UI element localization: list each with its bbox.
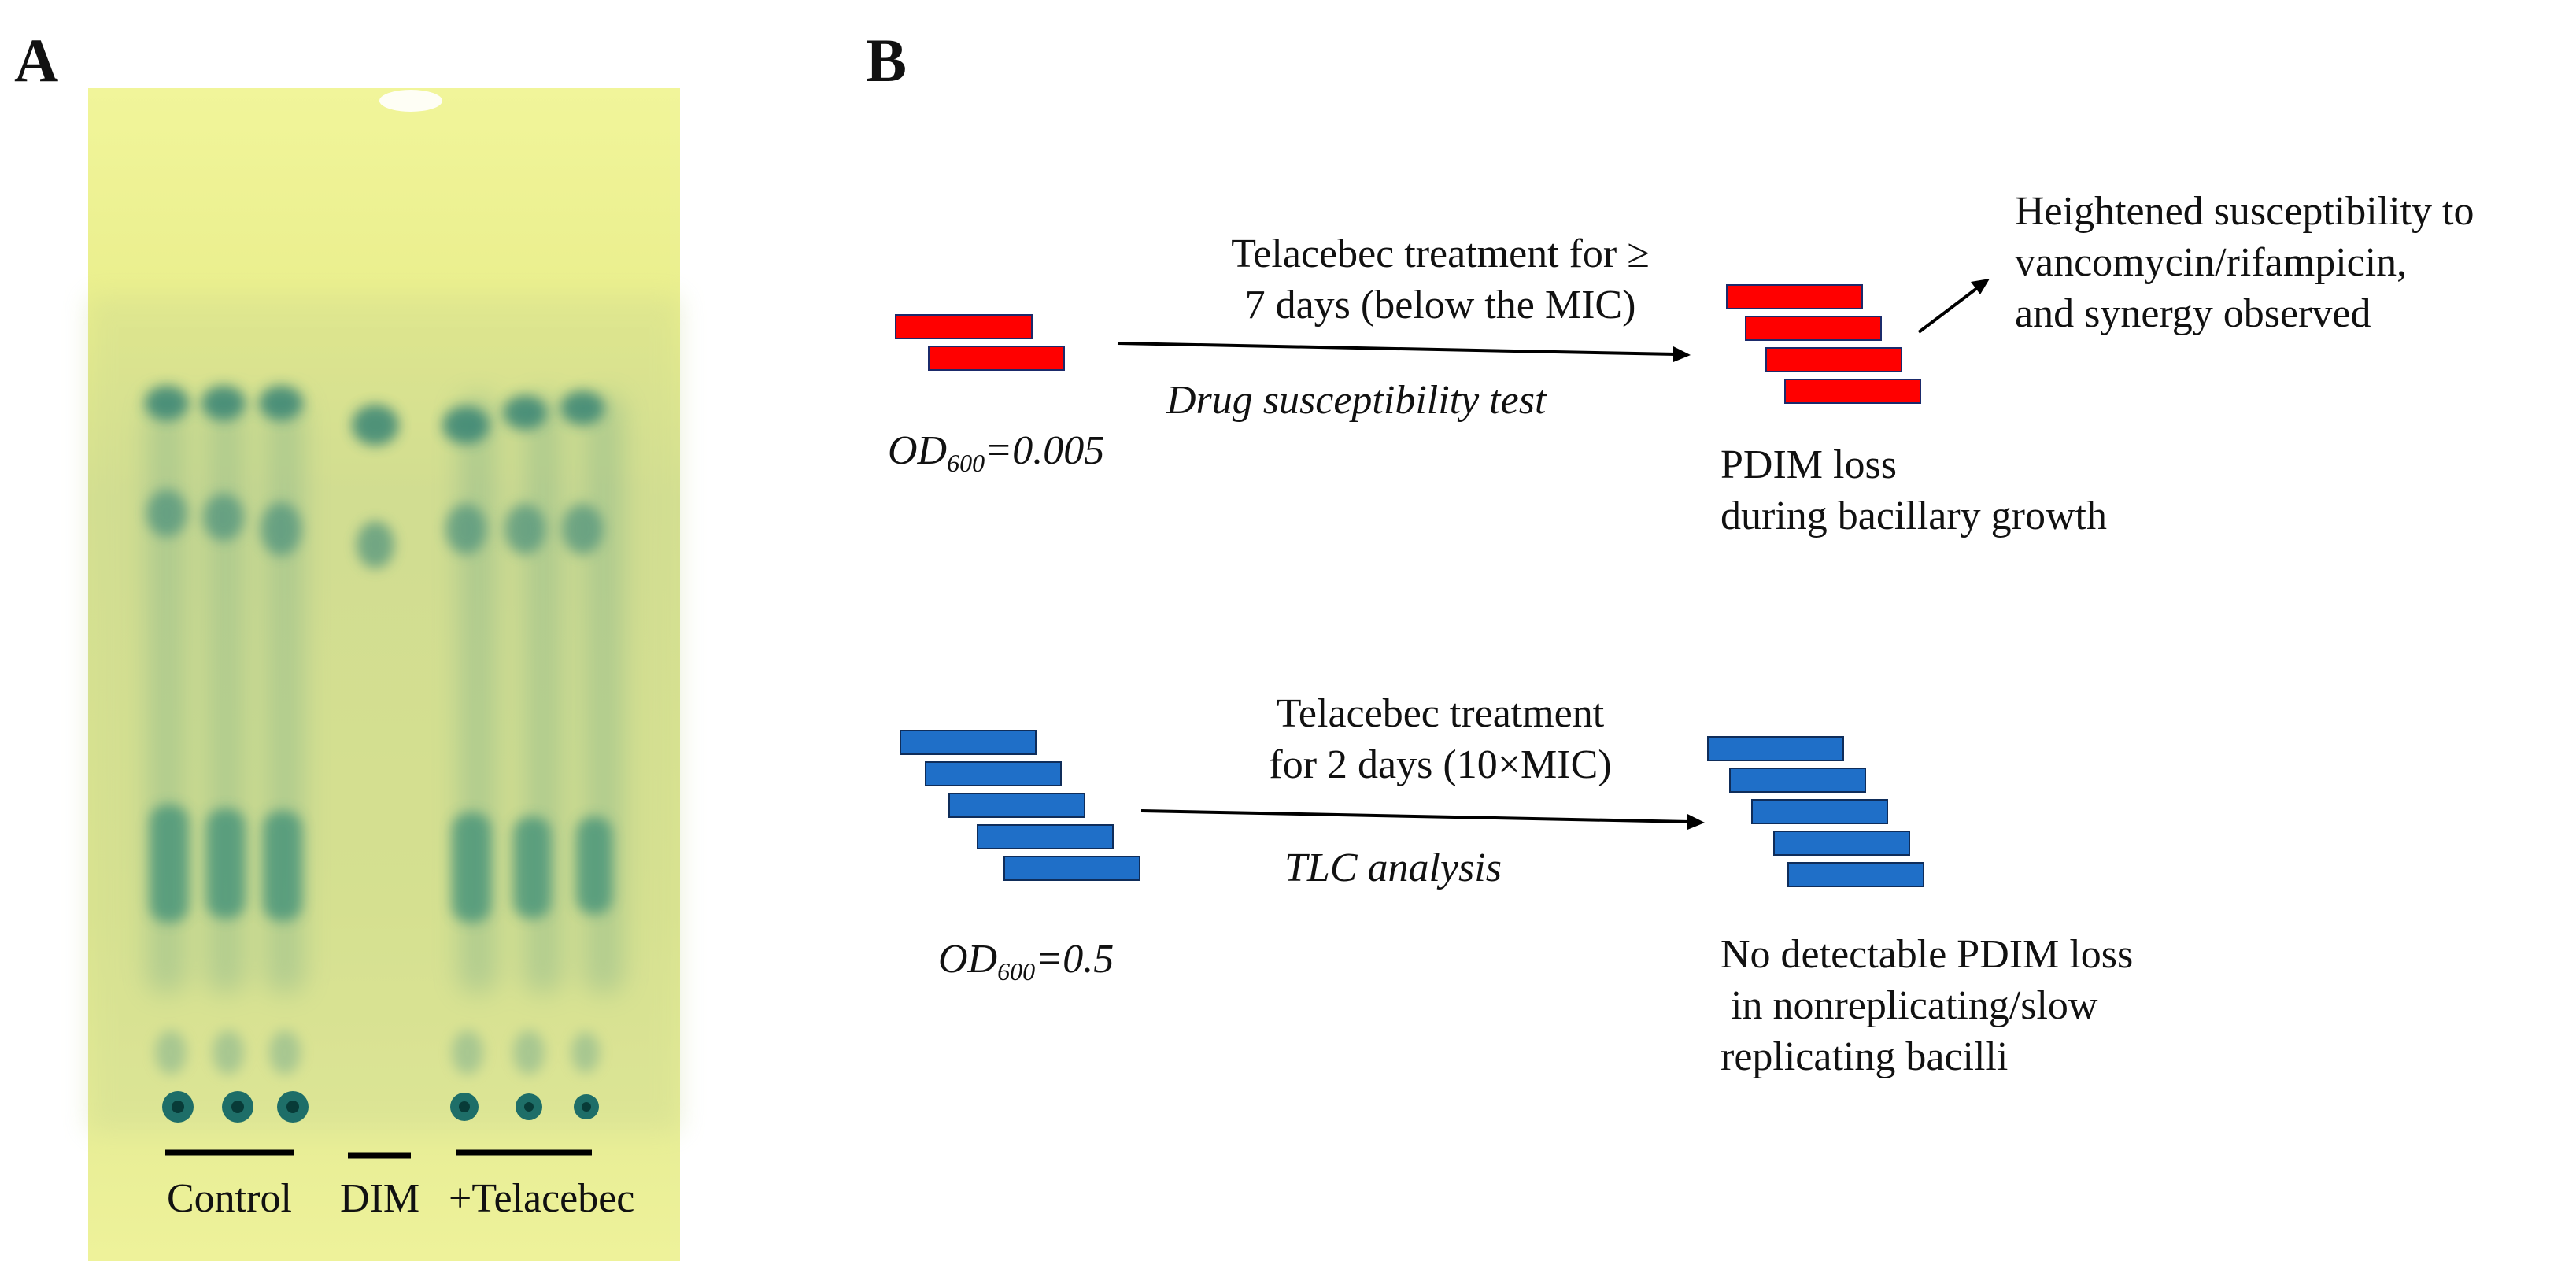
lane-label-dim: DIM: [340, 1176, 420, 1221]
lane-label-control: Control: [167, 1176, 292, 1221]
bottom-result-line2: in nonreplicating/slow: [1720, 983, 2098, 1028]
bottom-od-subscript: 600: [997, 957, 1036, 986]
top-treatment-line2: 7 days (below the MIC): [1244, 283, 1636, 327]
top-od-value: =0.005: [985, 428, 1105, 473]
top-result-line2: during bacillary growth: [1720, 494, 2107, 538]
top-result-line1: PDIM loss: [1720, 442, 1897, 487]
lane-label-telacebec: +Telacebec: [449, 1176, 635, 1221]
top-outcome-text: Heightened susceptibility to vancomycin/…: [2015, 186, 2474, 339]
tlc-bands-lower: [155, 1030, 600, 1075]
top-od-prefix: OD: [888, 428, 948, 473]
red-bars-initial: [895, 314, 1065, 371]
bottom-treatment-line2: for 2 days (10×MIC): [1269, 742, 1612, 787]
bottom-result-text: No detectable PDIM loss in nonreplicatin…: [1720, 929, 2133, 1082]
bottom-od-prefix: OD: [938, 937, 998, 982]
top-result-text: PDIM loss during bacillary growth: [1720, 439, 2107, 542]
red-bars-treated: [1726, 284, 1921, 404]
top-assay-label: Drug susceptibility test: [1166, 378, 1547, 423]
bottom-arrow: [1140, 809, 1705, 830]
plate-glare: [379, 90, 442, 112]
bottom-od-value: =0.5: [1035, 937, 1114, 982]
bottom-assay-label: TLC analysis: [1284, 845, 1502, 890]
bottom-treatment-text: Telacebec treatment for 2 days (10×MIC): [1165, 688, 1716, 790]
tlc-plate: [88, 88, 680, 1261]
lane-group-underlines: [165, 1149, 592, 1159]
top-outcome-line1: Heightened susceptibility to: [2015, 189, 2474, 234]
panel-a-letter: A: [14, 26, 59, 94]
top-treatment-text: Telacebec treatment for ≥ 7 days (below …: [1165, 228, 1716, 331]
bottom-od-label: OD600=0.5: [938, 934, 1114, 987]
blue-bars-initial: [900, 730, 1140, 881]
top-od-subscript: 600: [947, 449, 985, 477]
top-od-label: OD600=0.005: [888, 425, 1104, 479]
bottom-result-line1: No detectable PDIM loss: [1720, 932, 2134, 977]
bottom-treatment-line1: Telacebec treatment: [1276, 691, 1605, 736]
blue-bars-treated: [1707, 736, 1924, 887]
bottom-result-line3: replicating bacilli: [1720, 1034, 2009, 1079]
tlc-bands-pdim: [150, 805, 612, 923]
top-treatment-line1: Telacebec treatment for ≥: [1231, 231, 1650, 276]
tlc-origin-spots: [162, 1091, 599, 1123]
tlc-bands-top: [145, 386, 604, 446]
top-outcome-line3: and synergy observed: [2015, 291, 2371, 336]
outcome-arrow: [1917, 279, 1990, 334]
top-arrow: [1117, 342, 1691, 362]
tlc-bands-second: [146, 490, 603, 568]
panel-b-letter: B: [866, 26, 907, 94]
top-outcome-line2: vancomycin/rifampicin,: [2015, 240, 2408, 285]
